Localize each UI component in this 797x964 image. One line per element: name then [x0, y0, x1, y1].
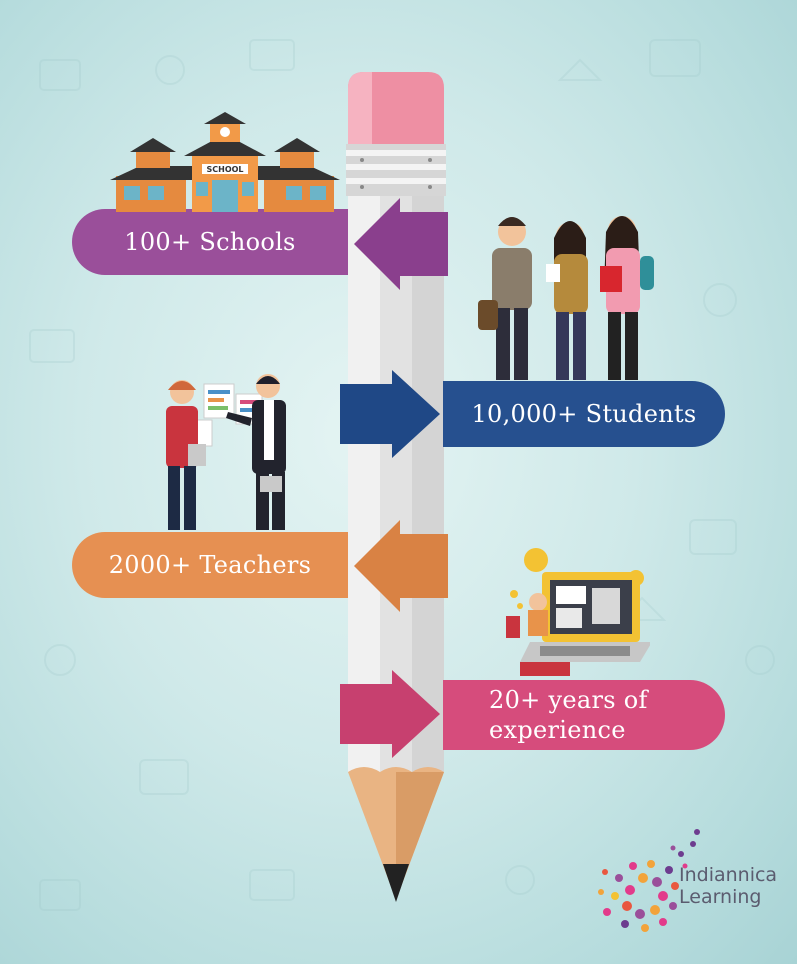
brand-name: Indiannica Learning	[679, 864, 777, 908]
brand-name-line-1: Indiannica	[679, 864, 778, 886]
schools-stat: 100+ Schools	[72, 209, 348, 275]
school-building-icon: SCHOOL	[110, 112, 340, 212]
teachers-stat: 2000+ Teachers	[72, 532, 348, 598]
students-group-icon	[478, 216, 654, 380]
experience-line-2: experience	[489, 716, 626, 744]
laptop-learning-icon	[506, 548, 650, 676]
indiannica-logo-icon	[598, 829, 700, 932]
experience-line-1: 20+ years of	[489, 686, 648, 714]
students-stat: 10,000+ Students	[443, 381, 725, 447]
school-sign-text: SCHOOL	[206, 165, 243, 174]
experience-stat: 20+ years of experience	[443, 680, 725, 750]
brand-name-line-2: Learning	[679, 886, 762, 908]
teachers-presentation-icon	[166, 374, 286, 530]
